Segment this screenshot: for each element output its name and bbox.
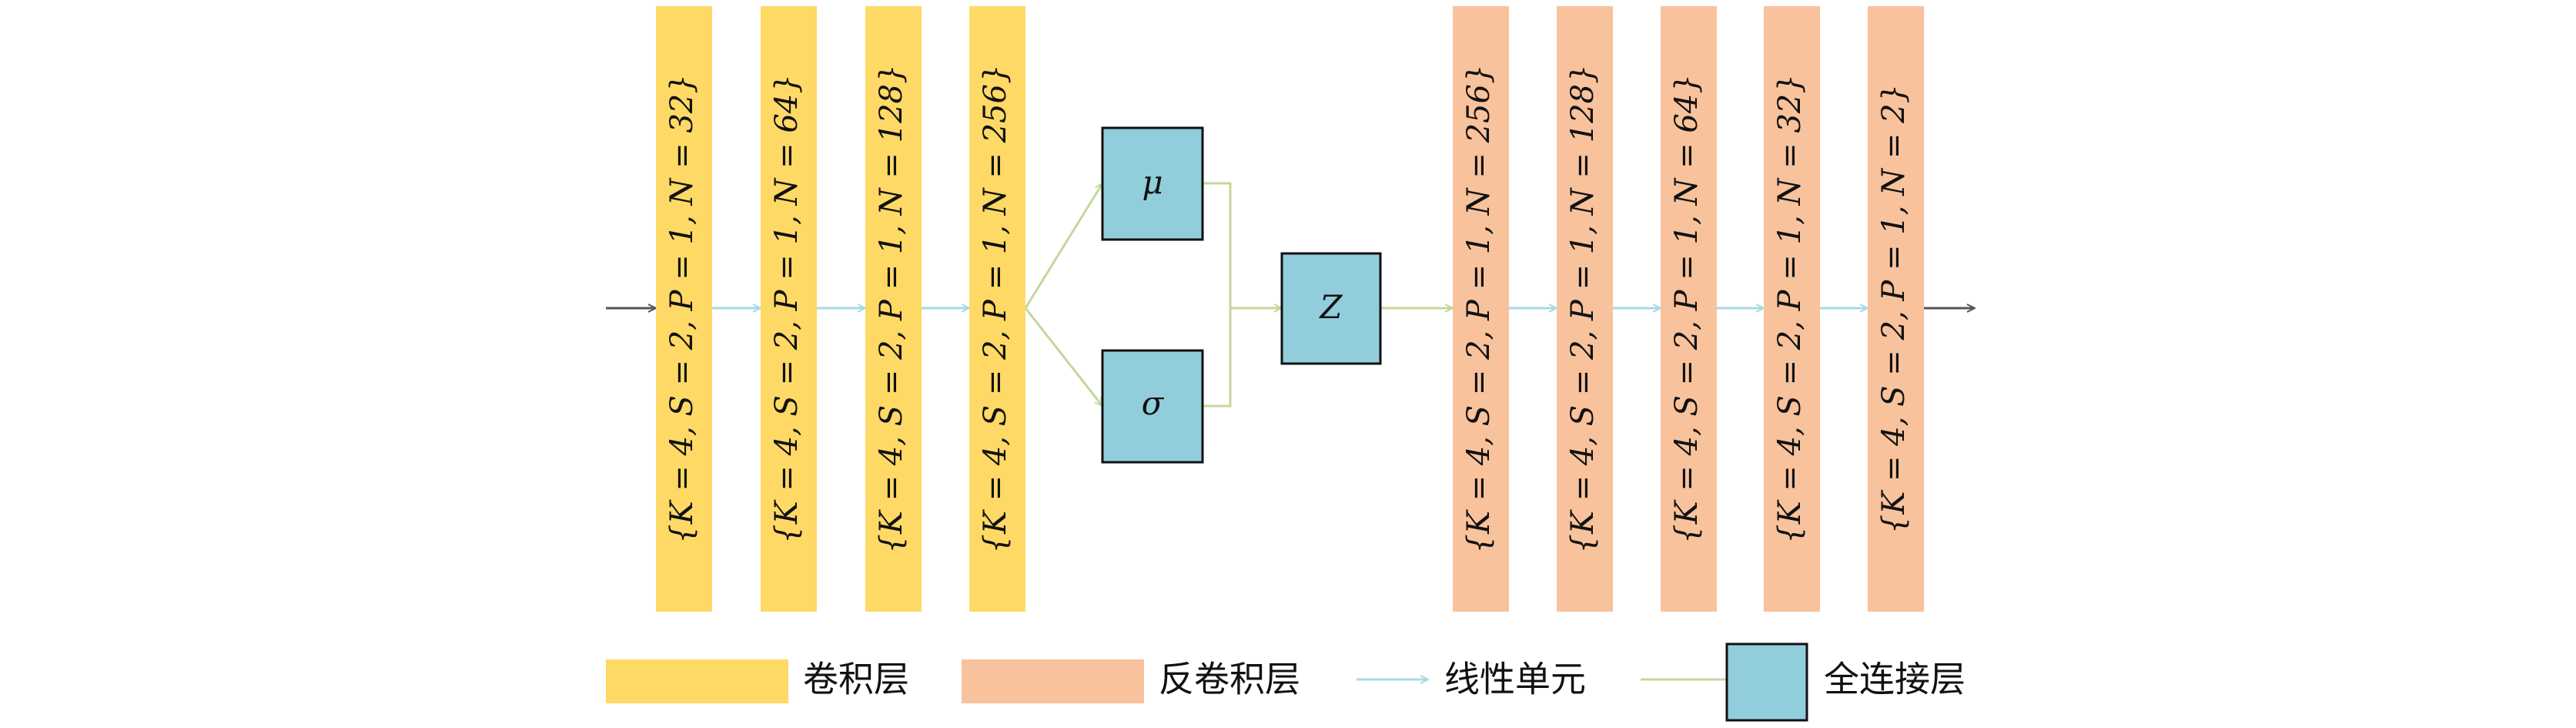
legend-fc-swatch — [1725, 642, 1808, 722]
conv-layer-1: {K = 4, S = 2, P = 1, N = 32} — [656, 6, 712, 612]
z-node: Z — [1280, 252, 1382, 365]
deconv-layer-2: {K = 4, S = 2, P = 1, N = 128} — [1557, 6, 1613, 612]
legend-linear: 线性单元 — [1357, 659, 1586, 700]
conv-layer-4-params: {K = 4, S = 2, P = 1, N = 256} — [978, 65, 1013, 554]
fc-line-to-mu — [1024, 183, 1104, 309]
fc-line-to-sigma — [1024, 307, 1102, 406]
legend-deconv-swatch — [962, 659, 1144, 703]
deconv-layer-3-params: {K = 4, S = 2, P = 1, N = 64} — [1669, 74, 1705, 543]
deconv-layer-3: {K = 4, S = 2, P = 1, N = 64} — [1661, 6, 1717, 612]
legend-fc: 全连接层 — [1641, 642, 1965, 722]
legend-conv-swatch — [606, 659, 788, 703]
deconv-layer-2-params: {K = 4, S = 2, P = 1, N = 128} — [1565, 65, 1601, 554]
conv-layer-3-params: {K = 4, S = 2, P = 1, N = 128} — [874, 65, 909, 554]
encoder: {K = 4, S = 2, P = 1, N = 32} {K = 4, S … — [656, 6, 1025, 612]
deconv-layer-1-params: {K = 4, S = 2, P = 1, N = 256} — [1461, 65, 1497, 554]
conv-layer-2-params: {K = 4, S = 2, P = 1, N = 64} — [769, 74, 805, 543]
sigma-to-z-line — [1203, 308, 1232, 408]
conv-layer-2: {K = 4, S = 2, P = 1, N = 64} — [761, 6, 817, 612]
conv-layer-3: {K = 4, S = 2, P = 1, N = 128} — [865, 6, 922, 612]
legend-conv: 卷积层 — [606, 659, 909, 703]
deconv-layer-5-params: {K = 4, S = 2, P = 1, N = 2} — [1876, 84, 1912, 534]
sigma-label: σ — [1142, 384, 1165, 422]
z-label: Z — [1318, 288, 1343, 326]
conv-layer-4: {K = 4, S = 2, P = 1, N = 256} — [969, 6, 1025, 612]
legend-deconv: 反卷积层 — [962, 659, 1300, 703]
legend-deconv-label: 反卷积层 — [1159, 659, 1300, 700]
mu-to-z-line — [1203, 182, 1232, 308]
decoder: {K = 4, S = 2, P = 1, N = 256} {K = 4, S… — [1453, 6, 1924, 612]
legend: 卷积层 反卷积层 线性单元 全连接层 — [606, 642, 1965, 722]
connectors — [606, 183, 1975, 406]
legend-fc-label: 全连接层 — [1824, 659, 1965, 700]
conv-layer-1-params: {K = 4, S = 2, P = 1, N = 32} — [664, 74, 700, 543]
mu-node: μ — [1101, 126, 1204, 241]
deconv-layer-4-params: {K = 4, S = 2, P = 1, N = 32} — [1772, 74, 1808, 543]
legend-linear-label: 线性单元 — [1444, 659, 1586, 700]
legend-conv-label: 卷积层 — [803, 659, 909, 700]
sigma-node: σ — [1101, 349, 1204, 464]
deconv-layer-4: {K = 4, S = 2, P = 1, N = 32} — [1764, 6, 1820, 612]
latent: μ σ Z — [1101, 126, 1382, 464]
mu-label: μ — [1142, 163, 1163, 201]
deconv-layer-1: {K = 4, S = 2, P = 1, N = 256} — [1453, 6, 1509, 612]
deconv-layer-5: {K = 4, S = 2, P = 1, N = 2} — [1868, 6, 1924, 612]
